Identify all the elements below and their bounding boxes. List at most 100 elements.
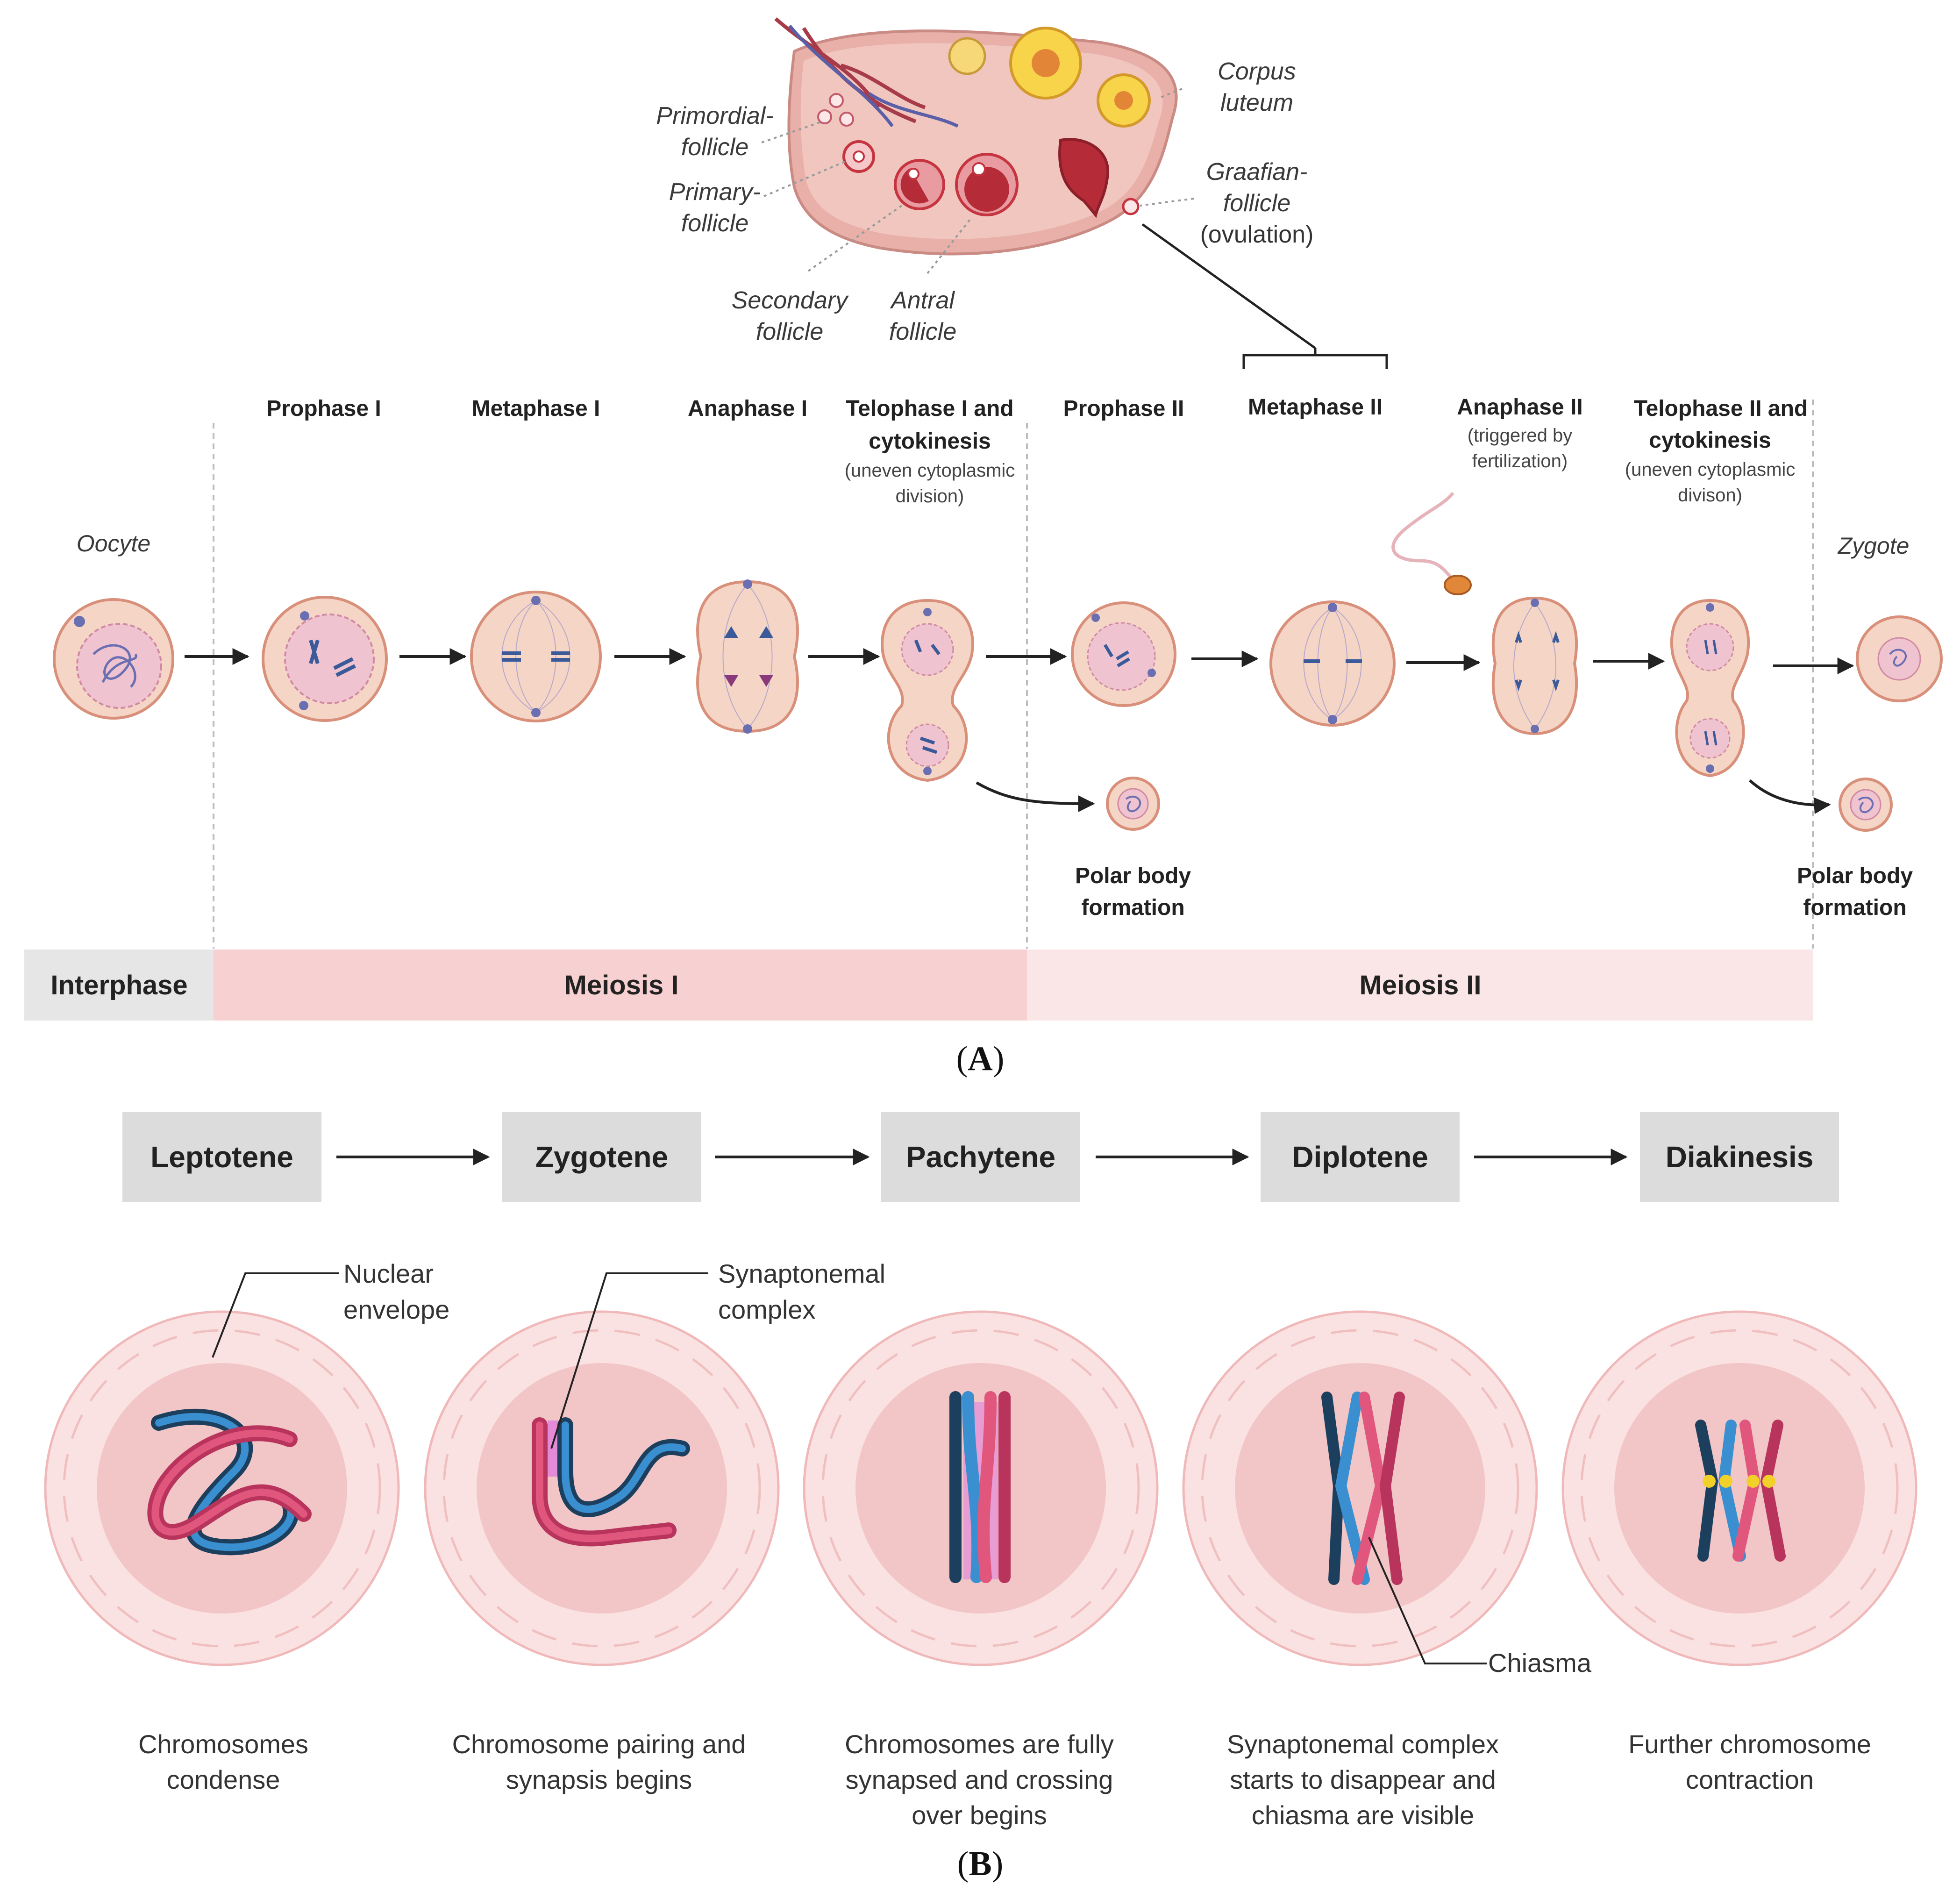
graafian-label-3: (ovulation) [1200,221,1314,248]
stage-telophase-1-a: Telophase I and [846,396,1013,421]
primordial-label-2: follicle [681,134,749,161]
antral-follicle [955,153,1019,216]
stage-prophase-1: Prophase I [266,396,381,421]
polar-2-label-a: Polar body [1797,864,1913,888]
corpus-luteum [948,27,1151,128]
diakinesis-label: Diakinesis [1666,1140,1814,1174]
prophase-1-cell [262,596,388,722]
caption-pachytene-c: over begins [912,1800,1047,1830]
stage-telophase-1-b: cytokinesis [869,429,991,454]
zygotene-box [502,1112,701,1202]
telophase-1-cell [881,599,974,782]
meiosis-2-segment [1027,950,1813,1021]
telophase-2-cell [1670,599,1750,778]
interphase-label: Interphase [50,970,187,1000]
caption-diakinesis-b: contraction [1686,1765,1814,1794]
nuclear-envelope-label-b: envelope [343,1295,449,1324]
anaphase-2-note-a: (triggered by [1468,425,1573,446]
polar-body-1 [1106,777,1160,831]
chiasma-label: Chiasma [1488,1648,1592,1678]
zygotene-cell [424,1310,780,1666]
graafian-label-2: follicle [1223,190,1291,217]
interphase-segment [24,950,214,1021]
stage-telophase-2-a: Telophase II and [1634,396,1808,421]
primary-follicle [842,140,875,173]
polar-labels: Polar body formation Polar body formatio… [1075,864,1913,920]
caption-zygotene-a: Chromosome pairing and [452,1729,746,1759]
substage-cells [44,1310,1917,1666]
caption-diplotene-b: starts to disappear and [1230,1765,1496,1794]
telophase-1-note-b: division) [896,486,964,507]
graafian-follicle [1058,138,1140,218]
primary-label-2: follicle [681,210,749,237]
telophase-2-note-a: (uneven cytoplasmic [1625,459,1796,480]
caption-leptotene-a: Chromosomes [138,1729,308,1759]
captions: Chromosomes condense Chromosome pairing … [138,1729,1871,1830]
caption-zygotene-b: synapsis begins [506,1765,692,1794]
synaptonemal-label-b: complex [718,1295,816,1324]
zygotene-label: Zygotene [535,1140,668,1174]
meiosis-1-label: Meiosis I [564,970,679,1000]
stage-telophase-2-b: cytokinesis [1649,428,1771,453]
panel-label-b: (B) [957,1845,1004,1883]
zygote-cell [1856,615,1943,702]
callout-lines [212,1272,1487,1664]
stage-headers: Prophase I Metaphase I Anaphase I Teloph… [77,395,1910,559]
meiosis-2-label: Meiosis II [1359,970,1481,1000]
sperm [1391,492,1472,595]
stage-metaphase-1: Metaphase I [472,396,600,421]
callout-labels: Nuclear envelope Synaptonemal complex Ch… [343,1259,1592,1678]
phase-separators [213,400,1814,949]
ovary-illustration [761,17,1388,369]
caption-diakinesis-a: Further chromosome [1628,1729,1871,1759]
prophase-2-cell [1071,601,1176,707]
secondary-follicle [894,159,945,210]
polar-1-label-a: Polar body [1075,864,1191,888]
caption-leptotene-b: condense [167,1765,280,1794]
cell-row [53,492,1943,832]
stage-anaphase-1: Anaphase I [688,396,807,421]
telophase-2-note-b: divison) [1678,485,1742,506]
leptotene-cell [44,1310,400,1666]
anaphase-1-cell [696,579,799,734]
meiosis-1-segment [214,950,1027,1021]
diplotene-label: Diplotene [1292,1140,1428,1174]
caption-pachytene-a: Chromosomes are fully [845,1729,1114,1759]
zygote-label: Zygote [1838,533,1910,559]
diakinesis-cell [1561,1310,1917,1666]
corpus-label-2: luteum [1220,89,1293,116]
nuclear-envelope-label-a: Nuclear [343,1259,434,1288]
corpus-label-1: Corpus [1218,58,1296,85]
stage-anaphase-2: Anaphase II [1457,395,1582,420]
pachytene-box [881,1112,1080,1202]
anaphase-2-cell [1491,596,1578,735]
diplotene-box [1261,1112,1460,1202]
graafian-label-1: Graafian- [1206,158,1308,186]
anaphase-2-note-b: fertilization) [1472,451,1568,471]
diplotene-cell [1182,1310,1538,1666]
caption-pachytene-b: synapsed and crossing [846,1765,1113,1794]
pachytene-label: Pachytene [906,1140,1055,1174]
metaphase-2-cell [1269,600,1396,727]
antral-label-2: follicle [889,318,957,345]
ovary-labels: Primordial- follicle Primary- follicle S… [656,58,1313,345]
primordial-follicle [817,93,854,127]
oocyte-label: Oocyte [77,530,150,557]
panel-label-a: (A) [956,1040,1005,1078]
pachytene-cell [803,1310,1159,1666]
oocyte-cell [53,598,174,720]
secondary-label-1: Secondary [732,287,849,314]
polar-body-2 [1839,778,1893,832]
metaphase-1-cell [470,591,602,722]
secondary-label-2: follicle [756,318,824,345]
phase-bar: Interphase Meiosis I Meiosis II [24,950,1813,1021]
caption-diplotene-c: chiasma are visible [1252,1800,1474,1830]
polar-2-label-b: formation [1803,895,1906,920]
diakinesis-box [1640,1112,1839,1202]
antral-label-1: Antral [890,287,955,314]
primary-label-1: Primary- [669,178,761,206]
stage-metaphase-2: Metaphase II [1248,395,1383,420]
stage-arrows [185,648,1854,814]
primordial-label-1: Primordial- [656,102,773,129]
substage-boxes: Leptotene Zygotene Pachytene Diplotene D… [122,1112,1839,1202]
